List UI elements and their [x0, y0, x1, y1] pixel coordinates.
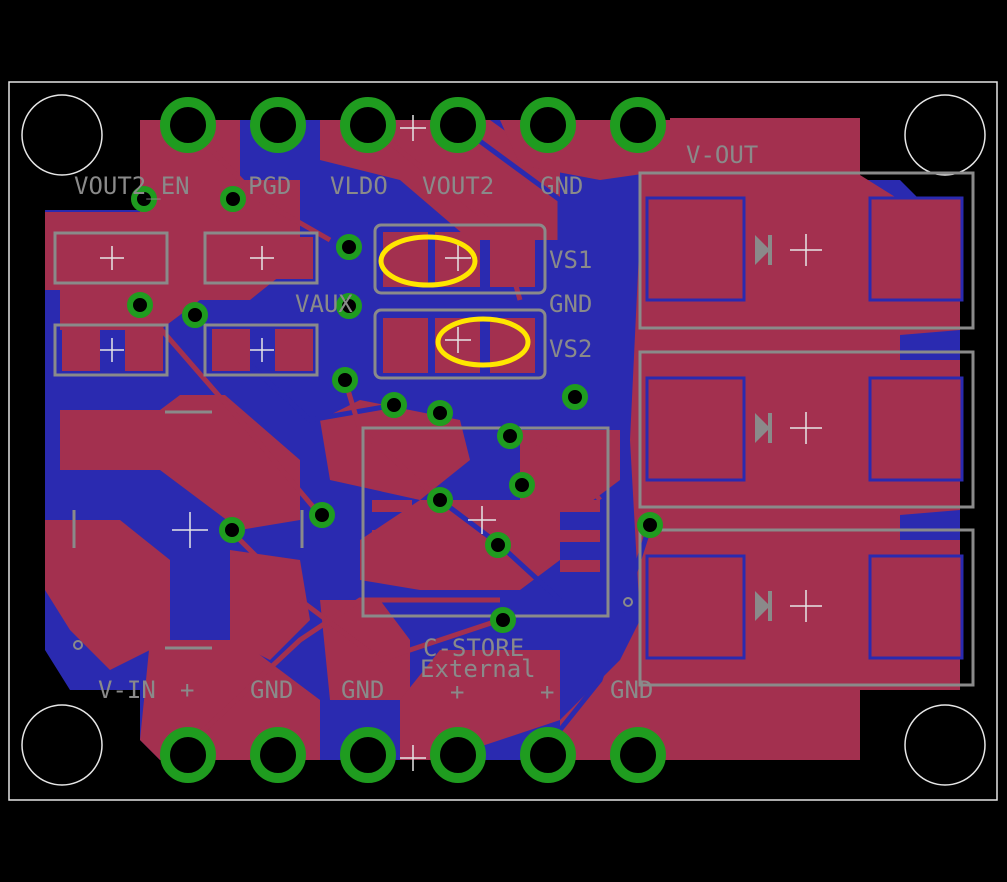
through-hole-pads [127, 97, 666, 783]
label-external: External [420, 655, 536, 683]
highlight-ellipses [378, 234, 531, 368]
mounting-hole-bottom-right [904, 704, 986, 786]
label-gnd-bottom-1: GND [250, 676, 293, 704]
label-vs2: VS2 [549, 335, 592, 363]
mounting-holes [21, 94, 986, 786]
mounting-hole-top-right [904, 94, 986, 176]
mounting-hole-top-left [21, 94, 103, 176]
label-pgd: PGD [248, 172, 291, 200]
label-vs1: VS1 [549, 246, 592, 274]
pin1-markers [73, 597, 633, 650]
label-c-store: C-STORE [423, 634, 524, 662]
label-vout2-en: VOUT2_EN [74, 172, 190, 200]
label-vout2: VOUT2 [422, 172, 494, 200]
silkscreen-labels: VOUT2_EN PGD VLDO VOUT2 GND V-OUT VS1 GN… [74, 141, 758, 706]
label-plus-bottom-1: + [450, 678, 464, 706]
label-vaux: VAUX [295, 290, 353, 318]
board-outline [8, 81, 998, 801]
label-plus-vin: + [180, 676, 194, 704]
highlight-vs2 [435, 316, 531, 368]
highlight-vs1 [378, 234, 478, 288]
label-gnd-bottom-3: GND [610, 676, 653, 704]
label-plus-bottom-2: + [540, 678, 554, 706]
label-v-out: V-OUT [686, 141, 758, 169]
label-gnd-mid: GND [549, 290, 592, 318]
origin-marks [100, 115, 822, 771]
label-gnd-bottom-2: GND [341, 676, 384, 704]
label-v-in: V-IN [98, 676, 156, 704]
label-gnd-top: GND [540, 172, 583, 200]
mounting-hole-bottom-left [21, 704, 103, 786]
label-vldo: VLDO [330, 172, 388, 200]
